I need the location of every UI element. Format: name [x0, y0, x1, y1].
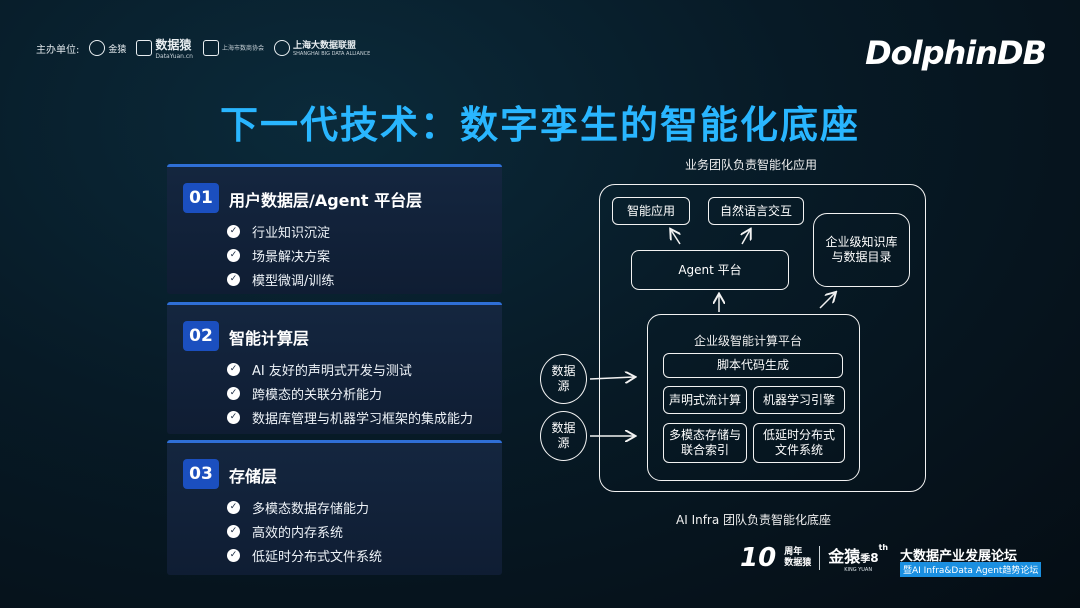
bullet-list: ✓AI 友好的声明式开发与测试 ✓跨模态的关联分析能力 ✓数据库管理与机器学习框… — [227, 357, 473, 429]
box-agent-platform: Agent 平台 — [631, 250, 789, 290]
list-item: ✓场景解决方案 — [227, 243, 334, 267]
panel-compute-layer: 02 智能计算层 ✓AI 友好的声明式开发与测试 ✓跨模态的关联分析能力 ✓数据… — [167, 302, 502, 434]
check-icon: ✓ — [227, 386, 240, 400]
check-icon: ✓ — [227, 500, 240, 514]
shanghai-data-merchant-logo-icon — [202, 40, 219, 56]
panel-storage-layer: 03 存储层 ✓多模态数据存储能力 ✓高效的内存系统 ✓低延时分布式文件系统 — [167, 440, 502, 575]
arrow-source1-to-platform — [589, 377, 634, 379]
shanghai-bigdata-alliance-logo-icon — [274, 40, 290, 56]
box-nl-interaction: 自然语言交互 — [708, 197, 804, 225]
forum-title: 大数据产业发展论坛 — [900, 549, 1018, 564]
box-declarative-stream: 声明式流计算 — [663, 386, 747, 414]
box-intelligent-app: 智能应用 — [612, 197, 690, 225]
forum-subtitle: 暨AI Infra&Data Agent趋势论坛 — [900, 562, 1042, 577]
check-icon: ✓ — [227, 362, 240, 376]
check-icon: ✓ — [227, 548, 240, 562]
datayuan-logo-icon — [136, 40, 153, 56]
panel-title: 智能计算层 — [229, 329, 310, 348]
list-item: ✓AI 友好的声明式开发与测试 — [227, 357, 473, 381]
check-icon: ✓ — [227, 272, 240, 286]
box-knowledge-base: 企业级知识库 与数据目录 — [813, 213, 910, 287]
sponsor-bar: 主办单位: 金猿 数据猿 DataYuan.cn 上海市数商协会 上海大数据联盟… — [36, 36, 370, 60]
footer-logo: 10 周年 数据猿 金猿季8th KING YUAN — [740, 543, 889, 573]
list-item: ✓跨模态的关联分析能力 — [227, 381, 473, 405]
panel-number: 03 — [183, 459, 219, 489]
arrow-platform-to-kb — [819, 293, 835, 309]
check-icon: ✓ — [227, 248, 240, 262]
sponsor-datayuan: 数据猿 DataYuan.cn — [136, 36, 193, 60]
panel-user-data-layer: 01 用户数据层/Agent 平台层 ✓行业知识沉淀 ✓场景解决方案 ✓模型微调… — [167, 164, 502, 294]
list-item: ✓行业知识沉淀 — [227, 219, 334, 243]
arrow-agent-to-nl — [742, 230, 750, 245]
box-multimodal-storage: 多模态存储与 联合索引 — [663, 423, 747, 463]
panel-number: 01 — [183, 183, 219, 213]
data-source-1: 数据 源 — [540, 354, 587, 404]
check-icon: ✓ — [227, 224, 240, 238]
compute-platform-title: 企业级智能计算平台 — [694, 334, 803, 348]
check-icon: ✓ — [227, 410, 240, 424]
bottom-caption: AI Infra 团队负责智能化底座 — [676, 513, 832, 527]
box-ml-engine: 机器学习引擎 — [753, 386, 845, 414]
list-item: ✓多模态数据存储能力 — [227, 495, 382, 519]
panel-title: 存储层 — [229, 467, 278, 486]
sponsor-label: 主办单位: — [36, 44, 80, 56]
anniversary-number: 10 — [740, 543, 777, 573]
panel-number: 02 — [183, 321, 219, 351]
list-item: ✓模型微调/训练 — [227, 267, 334, 291]
bullet-list: ✓行业知识沉淀 ✓场景解决方案 ✓模型微调/训练 — [227, 219, 334, 291]
diagram-arrows — [589, 150, 950, 540]
list-item: ✓高效的内存系统 — [227, 519, 382, 543]
list-item: ✓数据库管理与机器学习框架的集成能力 — [227, 405, 473, 429]
sponsor-shanghai-bigdata-alliance: 上海大数据联盟 SHANGHAI BIG DATA ALLIANCE — [274, 38, 370, 58]
box-script-generation: 脚本代码生成 — [663, 353, 843, 378]
bullet-list: ✓多模态数据存储能力 ✓高效的内存系统 ✓低延时分布式文件系统 — [227, 495, 382, 567]
top-caption: 业务团队负责智能化应用 — [685, 158, 818, 172]
architecture-diagram: 业务团队负责智能化应用 智能应用 自然语言交互 Agent 平台 企业级知识库 … — [530, 150, 950, 540]
footer-separator — [819, 546, 821, 570]
sponsor-shanghai-data-merchant: 上海市数商协会 — [202, 40, 264, 56]
box-distributed-fs: 低延时分布式 文件系统 — [753, 423, 845, 463]
brand-logo: DolphinDB — [865, 34, 1047, 72]
arrow-agent-to-app — [671, 230, 680, 245]
outer-frame — [599, 184, 926, 492]
sponsor-jinyuan: 金猿 — [89, 40, 126, 56]
list-item: ✓低延时分布式文件系统 — [227, 543, 382, 567]
jinyuan-logo-icon — [89, 40, 106, 56]
page-title: 下一代技术：数字孪生的智能化底座 — [219, 103, 860, 147]
check-icon: ✓ — [227, 524, 240, 538]
data-source-2: 数据 源 — [540, 411, 587, 461]
compute-platform-frame — [647, 314, 860, 481]
panel-title: 用户数据层/Agent 平台层 — [229, 191, 423, 210]
